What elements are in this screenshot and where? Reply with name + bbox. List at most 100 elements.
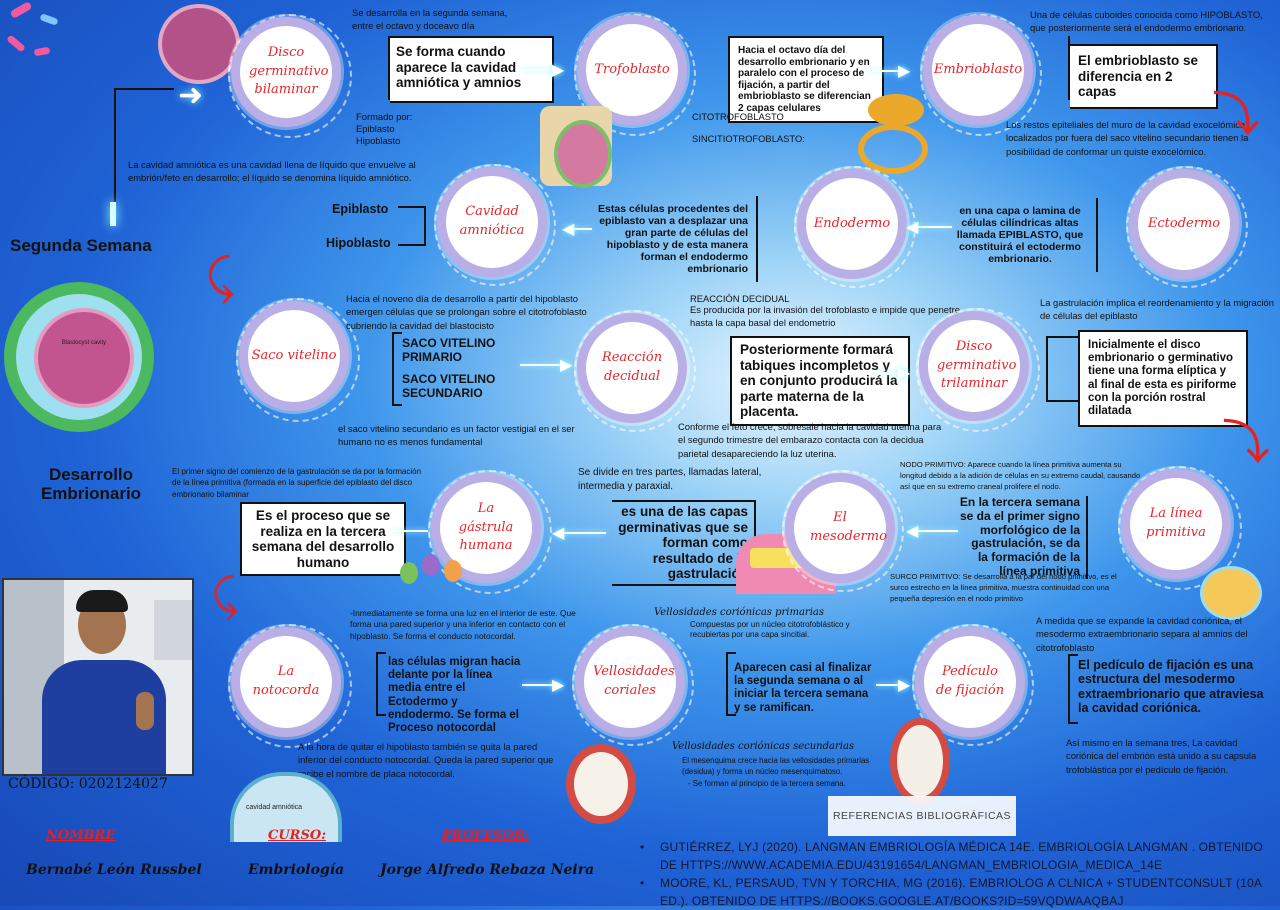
disco-hipoblasto: Hipoblasto xyxy=(356,135,401,146)
embrioblasto-label: Embrioblasto xyxy=(933,61,1023,77)
saco-primario: SACO VITELINO PRIMARIO xyxy=(402,336,496,364)
mesodermo-label: El mesodermo xyxy=(810,510,887,544)
gastrula-note: El primer signo del comienzo de la gastr… xyxy=(172,467,422,499)
disco3-box: Inicialmente el disco embrionario o germ… xyxy=(1078,330,1248,428)
yolk-sac-image xyxy=(1200,566,1262,620)
reaccion-decidual-node: Reacción decidual xyxy=(586,322,678,414)
gastrula-node: La gástrula humana xyxy=(440,482,532,574)
linea-primitiva-node: La línea primitiva xyxy=(1130,478,1222,570)
curved-arrow-icon: ⤵ xyxy=(1222,417,1271,470)
referencias-header: REFERENCIAS BIBLIOGRÁFICAS xyxy=(828,796,1016,836)
ectodermo-text: en una capa o lamina de células cilíndri… xyxy=(944,198,1098,273)
reaccion-box: Posteriormente formará tabiques incomple… xyxy=(730,336,910,426)
disco-formado: Formado por: xyxy=(356,111,413,122)
linea-box: En la tercera semana se da el primer sig… xyxy=(958,495,1088,579)
disco3-note: La gastrulación implica el reordenamient… xyxy=(1040,297,1274,322)
curso-value: Embriología xyxy=(248,862,345,878)
ref-bullet-1: • xyxy=(640,840,645,854)
decorative-blob xyxy=(0,0,70,70)
ectodermo-node: Ectodermo xyxy=(1138,178,1230,270)
reaccion-note: Es producida por la invasión del trofobl… xyxy=(690,304,960,329)
ped-note2: Así mismo en la semana tres, La cavidad … xyxy=(1066,737,1257,775)
saco-vitelino-label: Saco vitelino xyxy=(251,347,337,363)
curso-label: CURSO: xyxy=(268,828,326,843)
noto-note: -Inmediatamente se forma una luz en el i… xyxy=(350,608,576,641)
disco-bilaminar-label: Disco germinativo bilaminar xyxy=(249,44,329,98)
nodo-note: NODO PRIMITIVO: Aparece cuando la línea … xyxy=(900,460,1141,491)
disco-note: Se desarrolla en la segunda semana, entr… xyxy=(352,7,508,32)
blastocyst-label: Blastocyst cavity xyxy=(61,340,107,346)
sincitiotrofoblasto: SINCITIOTROFOBLASTO: xyxy=(692,133,805,144)
meso-box: es una de las capas germinativas que se … xyxy=(612,500,756,586)
embryo-cells-image xyxy=(858,94,928,174)
citotrofoblasto: CITOTROFOBLASTO xyxy=(692,111,784,122)
vell-box: Aparecen casi al finalizar la segunda se… xyxy=(734,662,872,714)
disco-epiblasto: Epiblasto xyxy=(356,123,395,134)
ref-1: GUTIÉRREZ, LYJ (2020). LANGMAN EMBRIOLOG… xyxy=(660,840,1263,872)
ref-bullet-2: • xyxy=(640,876,645,890)
disco-trilaminar-label: Disco germinativo trilaminar xyxy=(937,338,1017,392)
saco-vitelino-node: Saco vitelino xyxy=(248,310,340,402)
endodermo-node: Endodermo xyxy=(806,178,898,270)
surco-note: SURCO PRIMITIVO: Se desarrolla a la par … xyxy=(890,572,1117,603)
saco-note: Hacia el noveno día de desarrollo a part… xyxy=(346,293,587,331)
disco-trilaminar-node: Disco germinativo trilaminar xyxy=(928,320,1020,412)
profesor-value: Jorge Alfredo Rebaza Neira xyxy=(380,862,595,878)
noto-box: las células migran hacia delante por la … xyxy=(388,656,521,735)
vellosidades-label: Vellosidades coriales xyxy=(593,664,675,698)
trofoblasto-box: Hacia el octavo día del desarrollo embri… xyxy=(728,36,884,123)
desarrollo-embrionario-title: Desarrollo Embrionario xyxy=(40,465,142,503)
trofoblasto-label: Trofoblasto xyxy=(594,61,670,77)
cavidad-amnios-box: Se forma cuando aparece la cavidad amnió… xyxy=(390,36,554,103)
gastrula-box: Es el proceso que se realiza en la terce… xyxy=(240,502,406,577)
mesodermo-node: El mesodermo xyxy=(794,482,887,574)
small-embryo-image xyxy=(400,554,464,588)
student-photo xyxy=(2,578,194,776)
nombre-label: NOMBRE xyxy=(46,828,116,843)
vell-prim-note: Compuestas por un núcleo citotrofoblásti… xyxy=(690,620,850,640)
ped-box: El pedículo de fijación es una estructur… xyxy=(1078,658,1264,716)
notocorda-node: La notocorda xyxy=(240,636,332,728)
linea-primitiva-label: La línea primitiva xyxy=(1146,506,1206,540)
curved-arrow-icon: ⤵ xyxy=(1212,89,1261,142)
vell-sec-note: El mesenquima crece hacia las vellosidad… xyxy=(682,756,870,776)
trofoblasto-node: Trofoblasto xyxy=(586,24,678,116)
pediculo-label: Pedículo de fijación xyxy=(935,664,1005,698)
curved-arrow-icon: ⤹ xyxy=(212,571,239,620)
vell-sec-note2: - Se forman al principio de la tercera s… xyxy=(688,779,846,788)
segunda-semana-title: Segunda Semana xyxy=(10,236,152,255)
saco-secundario: SACO VITELINO SECUNDARIO xyxy=(402,372,496,400)
saco-note2: el saco vitelino secundario es un factor… xyxy=(338,423,575,448)
ped-note: A medida que se expande la cavidad corió… xyxy=(1036,615,1248,653)
meso-note: Se divide en tres partes, llamadas later… xyxy=(578,467,762,493)
embrioblasto-note: Una de células cuboides conocida como HI… xyxy=(1030,9,1263,34)
vellosidades-node: Vellosidades coriales xyxy=(584,636,676,728)
cavidad-amniotica-node: Cavidad amniótica xyxy=(446,176,538,268)
notocorda-label: La notocorda xyxy=(252,664,320,698)
embrioblasto-note2: Los restos epiteliales del muro de la ca… xyxy=(1006,119,1249,157)
epiblasto-label: Epiblasto xyxy=(332,202,389,216)
trofoblast-image xyxy=(540,106,612,188)
curved-arrow-icon: ⤹ xyxy=(206,251,235,304)
endodermo-label: Endodermo xyxy=(813,215,891,231)
embrioblasto-box: El embrioblasto se diferencia en 2 capas xyxy=(1070,44,1218,109)
cavidad-amniotica-label: Cavidad amniótica xyxy=(459,204,525,238)
hipoblasto-label: Hipoblasto xyxy=(326,236,391,250)
pediculo-node: Pedículo de fijación xyxy=(924,636,1016,728)
vell-prim-title: Vellosidades coriónicas primarias xyxy=(654,607,824,618)
reaccion-note2: Conforme el feto crece, sobresale hacia … xyxy=(678,421,942,459)
gastrula-label: La gástrula humana xyxy=(458,500,514,554)
profesor-label: PROFESOR: xyxy=(442,828,530,843)
codigo-label: CÓDIGO: 0202124027 xyxy=(8,776,168,792)
endodermo-text: Estas células procedentes del epiblasto … xyxy=(584,196,758,283)
embrioblasto-node: Embrioblasto xyxy=(932,24,1024,116)
vell-sec-title: Vellosidades coriónicas secundarias xyxy=(672,741,855,752)
chorionic-villi-image xyxy=(566,744,636,824)
embryo-image-top xyxy=(158,4,240,84)
noto-note2: A la hora de quitar el hipoblasto tambié… xyxy=(298,741,554,779)
reaccion-title: REACCIÓN DECIDUAL xyxy=(690,293,790,304)
blastocyst-illustration: Blastocyst cavity xyxy=(4,282,154,432)
reaccion-decidual-label: Reacción decidual xyxy=(601,350,663,384)
glow-arrow-icon: ➜ xyxy=(178,79,204,112)
pedicle-image xyxy=(890,718,950,804)
